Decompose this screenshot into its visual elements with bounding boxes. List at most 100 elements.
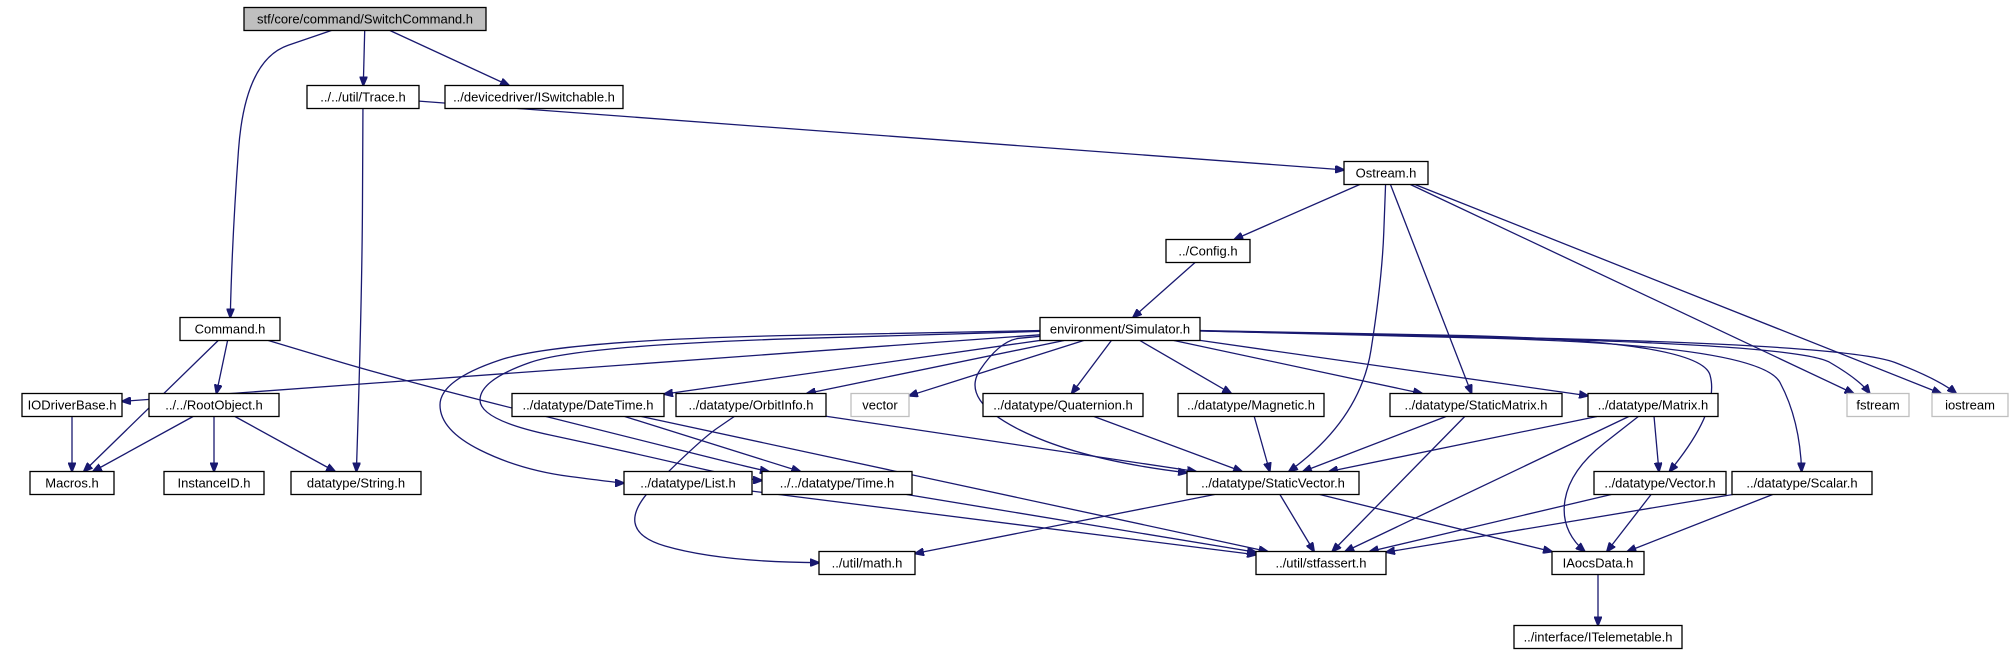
- node-instanceid[interactable]: InstanceID.h: [163, 470, 265, 496]
- node-label: ../../RootObject.h: [165, 398, 263, 413]
- node-label: ../datatype/StaticMatrix.h: [1404, 398, 1547, 413]
- edge-ostream-to-iostream: [1414, 183, 1941, 394]
- node-box: [21, 392, 123, 418]
- node-quaternion[interactable]: ../datatype/Quaternion.h: [982, 392, 1144, 418]
- node-stfassert[interactable]: ../util/stfassert.h: [1255, 550, 1387, 576]
- node-scalar[interactable]: ../datatype/Scalar.h: [1731, 470, 1873, 496]
- edge-staticvector-to-iaocsdata: [1319, 493, 1552, 552]
- edge-time-to-stfassert: [906, 493, 1256, 553]
- edge-scalar-to-stfassert: [1386, 493, 1733, 553]
- edge-trace-to-ostream: [418, 100, 1344, 170]
- node-label: ../datatype/Vector.h: [1604, 476, 1715, 491]
- node-label: iostream: [1945, 398, 1995, 413]
- edge-simulator-to-datetime: [664, 339, 1041, 394]
- node-label: ../datatype/Quaternion.h: [993, 398, 1132, 413]
- node-box: [290, 470, 422, 496]
- node-box: [1587, 392, 1719, 418]
- node-vector_std: vector: [850, 392, 910, 418]
- node-iodriverbase[interactable]: IODriverBase.h: [21, 392, 123, 418]
- node-label: fstream: [1856, 398, 1899, 413]
- edge-simulator-to-staticmatrix: [1173, 339, 1422, 394]
- edge-matrix-to-iaocsdata: [1563, 415, 1639, 552]
- node-label: ../datatype/StaticVector.h: [1201, 476, 1345, 491]
- node-itelemetable[interactable]: ../interface/ITelemetable.h: [1513, 624, 1683, 650]
- node-box: [148, 392, 280, 418]
- node-label: ../util/stfassert.h: [1275, 556, 1366, 571]
- node-iaocsdata[interactable]: IAocsData.h: [1551, 550, 1645, 576]
- node-list[interactable]: ../datatype/List.h: [623, 470, 753, 496]
- edge-simulator-to-orbitinfo: [807, 339, 1065, 394]
- node-math[interactable]: ../util/math.h: [818, 550, 916, 576]
- node-staticmatrix[interactable]: ../datatype/StaticMatrix.h: [1389, 392, 1563, 418]
- edge-vector-to-iaocsdata: [1607, 494, 1652, 552]
- node-macros[interactable]: Macros.h: [29, 470, 115, 496]
- node-label: ../datatype/OrbitInfo.h: [688, 398, 813, 413]
- node-label: ../Config.h: [1178, 244, 1237, 259]
- node-simulator[interactable]: environment/Simulator.h: [1039, 316, 1201, 342]
- node-box: [1039, 316, 1201, 342]
- node-vector[interactable]: ../datatype/Vector.h: [1593, 470, 1727, 496]
- node-iostream: iostream: [1931, 392, 2009, 418]
- edge-staticvector-to-math: [915, 493, 1215, 554]
- edge-ostream-to-fstream: [1410, 183, 1853, 394]
- edge-rootobject-to-macros: [93, 415, 194, 472]
- node-matrix[interactable]: ../datatype/Matrix.h: [1587, 392, 1719, 418]
- edge-ostream-to-config: [1234, 183, 1361, 240]
- node-box: [623, 470, 753, 496]
- node-iswitchable[interactable]: ../devicedriver/ISwitchable.h: [444, 84, 624, 110]
- edge-vector-to-stfassert: [1370, 493, 1612, 552]
- node-label: ../interface/ITelemetable.h: [1524, 630, 1673, 645]
- node-label: IAocsData.h: [1563, 556, 1634, 571]
- node-label: ../datatype/Scalar.h: [1746, 476, 1857, 491]
- node-label: ../datatype/Magnetic.h: [1187, 398, 1315, 413]
- node-box: [850, 392, 910, 418]
- node-magnetic[interactable]: ../datatype/Magnetic.h: [1177, 392, 1325, 418]
- edge-trace-to-string: [356, 108, 364, 472]
- node-config[interactable]: ../Config.h: [1165, 238, 1251, 264]
- node-label: InstanceID.h: [178, 476, 251, 491]
- node-box: [675, 392, 827, 418]
- node-rootobject[interactable]: ../../RootObject.h: [148, 392, 280, 418]
- node-string[interactable]: datatype/String.h: [290, 470, 422, 496]
- node-datetime[interactable]: ../datatype/DateTime.h: [511, 392, 665, 418]
- node-label: vector: [862, 398, 898, 413]
- edge-staticmatrix-to-stfassert: [1332, 416, 1466, 552]
- edge-simulator-to-fstream: [1199, 330, 1870, 394]
- node-ostream[interactable]: Ostream.h: [1343, 160, 1429, 186]
- edge-rootobject-to-string: [234, 415, 335, 472]
- node-box: [1389, 392, 1563, 418]
- edge-matrix-to-staticvector: [1329, 415, 1598, 472]
- node-box: [1165, 238, 1251, 264]
- node-box: [1846, 392, 1910, 418]
- edge-staticvector-to-stfassert: [1279, 494, 1314, 552]
- node-box: [29, 470, 115, 496]
- node-orbitinfo[interactable]: ../datatype/OrbitInfo.h: [675, 392, 827, 418]
- node-label: ../devicedriver/ISwitchable.h: [453, 90, 615, 105]
- node-layer: stf/core/command/SwitchCommand.h ../../ut…: [21, 6, 2009, 650]
- node-box: [982, 392, 1144, 418]
- node-label: datatype/String.h: [307, 476, 405, 491]
- node-command[interactable]: Command.h: [179, 316, 281, 342]
- node-switchcommand[interactable]: stf/core/command/SwitchCommand.h: [243, 6, 487, 32]
- edge-simulator-to-iostream: [1199, 330, 1956, 394]
- node-label: Macros.h: [45, 476, 98, 491]
- node-fstream: fstream: [1846, 392, 1910, 418]
- node-box: [511, 392, 665, 418]
- node-time[interactable]: ../../datatype/Time.h: [761, 470, 913, 496]
- edge-switchcommand-to-trace: [363, 30, 364, 86]
- node-staticvector[interactable]: ../datatype/StaticVector.h: [1186, 470, 1360, 496]
- edge-matrix-to-stfassert: [1345, 415, 1630, 552]
- node-box: [1186, 470, 1360, 496]
- node-box: [179, 316, 281, 342]
- edge-quaternion-to-staticvector: [1093, 415, 1242, 472]
- node-label: stf/core/command/SwitchCommand.h: [257, 12, 473, 27]
- edge-datetime-to-stfassert: [641, 415, 1267, 552]
- node-box: [761, 470, 913, 496]
- edge-simulator-to-time: [479, 330, 1041, 480]
- node-box: [1343, 160, 1429, 186]
- edge-simulator-to-matrix: [1199, 339, 1588, 395]
- edge-ostream-to-staticmatrix: [1389, 184, 1471, 394]
- node-trace[interactable]: ../../util/Trace.h: [306, 84, 420, 110]
- node-box: [444, 84, 624, 110]
